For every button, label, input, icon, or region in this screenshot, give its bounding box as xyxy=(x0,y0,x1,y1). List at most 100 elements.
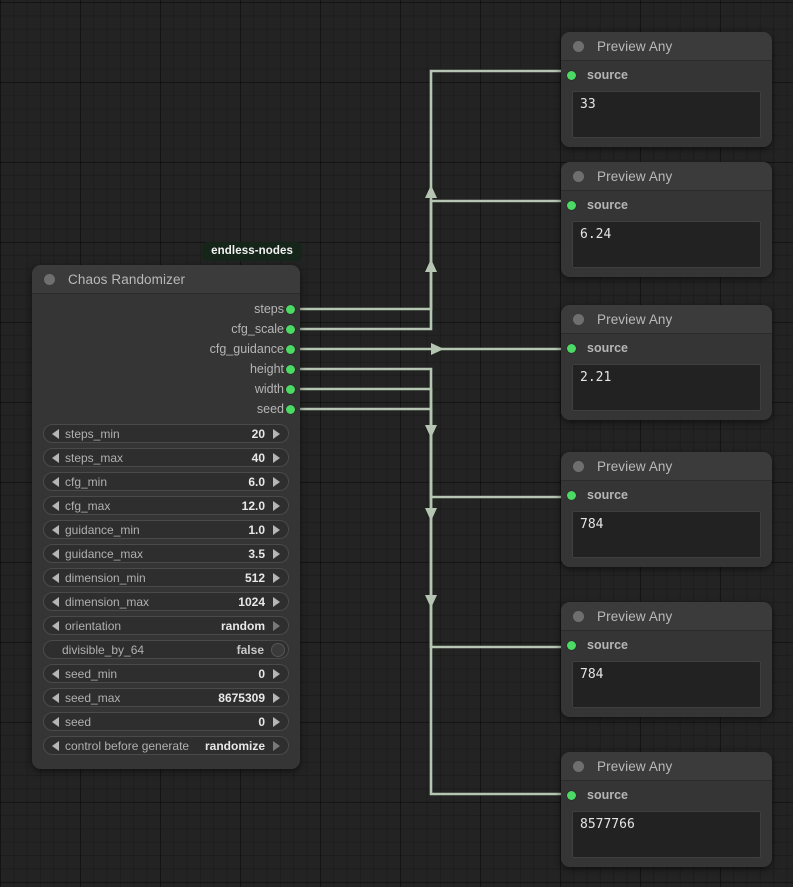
input-slot-dot-icon[interactable] xyxy=(567,490,576,500)
input-slot-dot-icon[interactable] xyxy=(567,343,576,353)
widget-decrement-arrow-icon[interactable] xyxy=(52,524,59,535)
input-slot-source[interactable]: source xyxy=(561,481,772,509)
widget-increment-arrow-icon[interactable] xyxy=(273,428,280,439)
preview-value-textarea[interactable]: 6.24 xyxy=(572,221,761,268)
widget-value[interactable]: 8675309 xyxy=(218,690,265,705)
widget-decrement-arrow-icon[interactable] xyxy=(52,428,59,439)
collapse-dot-icon[interactable] xyxy=(573,610,584,622)
widget-increment-arrow-icon[interactable] xyxy=(273,668,280,679)
input-slot-source[interactable]: source xyxy=(561,61,772,89)
widget-increment-arrow-icon[interactable] xyxy=(273,596,280,607)
widget-decrement-arrow-icon[interactable] xyxy=(52,668,59,679)
widget-increment-arrow-icon[interactable] xyxy=(273,452,280,463)
node-title-bar-preview-any[interactable]: Preview Any xyxy=(561,752,772,781)
widget-increment-arrow-icon[interactable] xyxy=(273,500,280,511)
widget-value[interactable]: 0 xyxy=(258,666,265,681)
output-slot-steps[interactable]: steps xyxy=(32,299,300,319)
preview-value-textarea[interactable]: 8577766 xyxy=(572,811,761,858)
input-slot-source[interactable]: source xyxy=(561,191,772,219)
widget-increment-arrow-icon[interactable] xyxy=(273,692,280,703)
preview-value-textarea[interactable]: 33 xyxy=(572,91,761,138)
widget-value[interactable]: 40 xyxy=(251,450,265,465)
input-slot-source[interactable]: source xyxy=(561,631,772,659)
collapse-dot-icon[interactable] xyxy=(573,460,584,472)
input-slot-source[interactable]: source xyxy=(561,334,772,362)
node-title-bar-preview-any[interactable]: Preview Any xyxy=(561,162,772,191)
output-slot-dot-icon[interactable] xyxy=(286,344,295,354)
widget-decrement-arrow-icon[interactable] xyxy=(52,476,59,487)
collapse-dot-icon[interactable] xyxy=(573,313,584,325)
widget-decrement-arrow-icon[interactable] xyxy=(52,620,59,631)
widget-increment-arrow-icon[interactable] xyxy=(273,548,280,559)
widget-value[interactable]: 3.5 xyxy=(248,546,265,561)
widget-value[interactable]: 1.0 xyxy=(248,522,265,537)
widget-decrement-arrow-icon[interactable] xyxy=(52,716,59,727)
node-title-bar-chaos-randomizer[interactable]: Chaos Randomizer xyxy=(32,265,300,294)
output-slot-dot-icon[interactable] xyxy=(286,384,295,394)
input-slot-dot-icon[interactable] xyxy=(567,790,576,800)
widget-increment-arrow-icon[interactable] xyxy=(273,716,280,727)
collapse-dot-icon[interactable] xyxy=(573,760,584,772)
collapse-dot-icon[interactable] xyxy=(573,40,584,52)
input-slot-dot-icon[interactable] xyxy=(567,70,576,80)
widget-decrement-arrow-icon[interactable] xyxy=(52,548,59,559)
output-slot-seed[interactable]: seed xyxy=(32,399,300,419)
output-slot-width[interactable]: width xyxy=(32,379,300,399)
widget-value[interactable]: 12.0 xyxy=(241,498,265,513)
preview-value-textarea[interactable]: 2.21 xyxy=(572,364,761,411)
widget-increment-arrow-icon[interactable] xyxy=(273,572,280,583)
widget-increment-arrow-icon[interactable] xyxy=(273,740,280,751)
widget-value[interactable]: random xyxy=(220,618,265,633)
preview-value-textarea[interactable]: 784 xyxy=(572,661,761,708)
output-slot-dot-icon[interactable] xyxy=(286,404,295,414)
widget-value[interactable]: 512 xyxy=(244,570,265,585)
widget-value[interactable]: false xyxy=(236,642,264,657)
output-slot-cfg_scale[interactable]: cfg_scale xyxy=(32,319,300,339)
widget-toggle-knob[interactable] xyxy=(271,642,285,657)
collapse-dot-icon[interactable] xyxy=(44,273,55,285)
widget-decrement-arrow-icon[interactable] xyxy=(52,692,59,703)
widget-value[interactable]: randomize xyxy=(204,738,265,753)
widget-value[interactable]: 0 xyxy=(258,714,265,729)
output-slot-dot-icon[interactable] xyxy=(286,364,295,374)
widget-value[interactable]: 6.0 xyxy=(248,474,265,489)
output-slot-dot-icon[interactable] xyxy=(286,304,295,314)
widget-decrement-arrow-icon[interactable] xyxy=(52,452,59,463)
preview-value-textarea[interactable]: 784 xyxy=(572,511,761,558)
widget-decrement-arrow-icon[interactable] xyxy=(52,572,59,583)
widget-decrement-arrow-icon[interactable] xyxy=(52,596,59,607)
input-slot-dot-icon[interactable] xyxy=(567,200,576,210)
node-title-bar-preview-any[interactable]: Preview Any xyxy=(561,32,772,61)
output-slot-height[interactable]: height xyxy=(32,359,300,379)
input-slot-dot-icon[interactable] xyxy=(567,640,576,650)
widget-decrement-arrow-icon[interactable] xyxy=(52,740,59,751)
output-slot-cfg_guidance[interactable]: cfg_guidance xyxy=(32,339,300,359)
output-slot-dot-icon[interactable] xyxy=(286,324,295,334)
input-slot-source[interactable]: source xyxy=(561,781,772,809)
widget-value[interactable]: 20 xyxy=(251,426,265,441)
widget-decrement-arrow-icon[interactable] xyxy=(52,500,59,511)
widget-increment-arrow-icon[interactable] xyxy=(273,524,280,535)
node-title-bar-preview-any[interactable]: Preview Any xyxy=(561,305,772,334)
